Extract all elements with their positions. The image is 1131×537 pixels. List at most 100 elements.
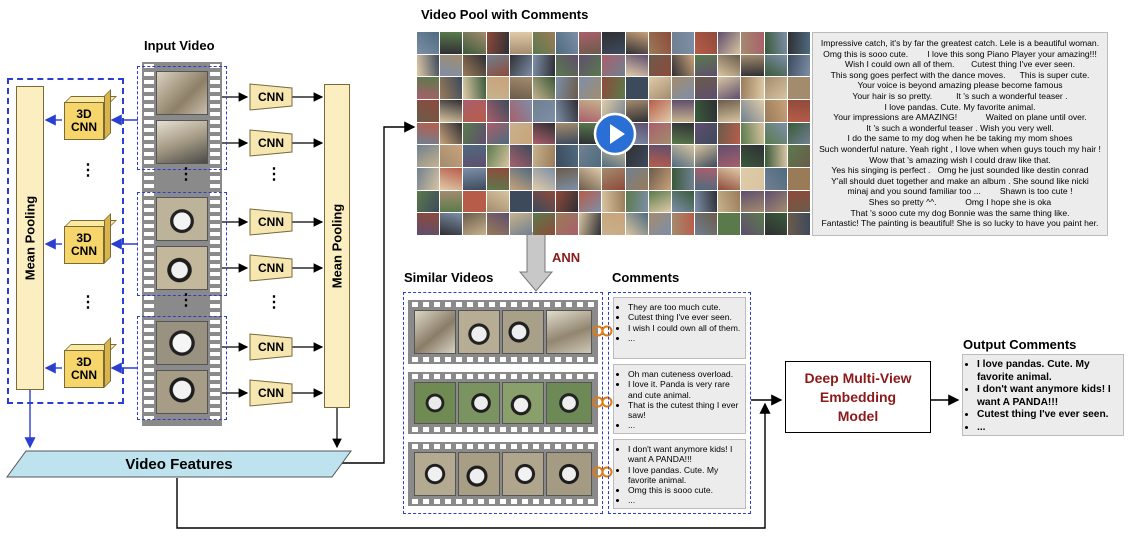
pool-thumbnail bbox=[718, 190, 741, 213]
pool-comment-line: Your hair is so pretty. It 's such a won… bbox=[852, 91, 1068, 101]
comment-item: Omg this is sooo cute. bbox=[628, 485, 744, 495]
pool-thumbnail bbox=[463, 190, 486, 213]
output-comments-box: I love pandas. Cute. My favorite animal.… bbox=[962, 354, 1124, 436]
pool-thumbnail bbox=[671, 100, 695, 122]
pool-thumbnail bbox=[741, 32, 764, 54]
pool-thumbnail bbox=[764, 32, 787, 54]
pool-thumbnail bbox=[417, 32, 440, 54]
pool-thumbnail bbox=[648, 168, 671, 190]
comment-item: ... bbox=[628, 420, 744, 430]
pool-thumbnail bbox=[648, 145, 671, 167]
input-video-filmstrip bbox=[142, 62, 222, 426]
comment-item: ... bbox=[628, 333, 744, 343]
video-frame bbox=[502, 310, 544, 354]
pool-thumbnail bbox=[417, 100, 440, 122]
pool-thumbnail bbox=[741, 77, 764, 99]
comment-item: I love pandas. Cute. My favorite animal. bbox=[628, 465, 744, 486]
pool-thumbnail bbox=[787, 77, 810, 99]
pool-comment-line: minaj and you sound familiar too ... Sha… bbox=[847, 186, 1073, 197]
pool-thumbnail bbox=[718, 168, 741, 190]
pool-thumbnail bbox=[741, 100, 764, 122]
comment-item: Cutest thing I've ever seen. bbox=[628, 312, 744, 322]
pool-thumbnail bbox=[764, 213, 787, 235]
pool-thumbnail bbox=[486, 32, 509, 54]
pool-thumbnail bbox=[440, 32, 463, 54]
pool-thumbnail bbox=[579, 100, 602, 122]
pool-thumbnail bbox=[671, 32, 695, 54]
pool-thumbnail bbox=[671, 145, 695, 167]
video-frame bbox=[502, 452, 544, 496]
video-frame bbox=[156, 370, 208, 414]
pool-thumbnail bbox=[602, 190, 625, 213]
output-comment-item: I love pandas. Cute. My favorite animal. bbox=[977, 359, 1123, 384]
pool-thumbnail bbox=[417, 77, 440, 99]
pool-comment-line: It 's such a wonderful teaser . Wish you… bbox=[866, 122, 1054, 133]
pool-thumbnail bbox=[509, 190, 532, 213]
pool-thumbnail bbox=[787, 122, 810, 145]
pool-comment-line: That 's sooo cute my dog Bonnie was the … bbox=[850, 207, 1070, 218]
pool-thumbnail bbox=[741, 122, 764, 145]
comment-group: They are too much cute. Cutest thing I'v… bbox=[613, 297, 746, 359]
pool-thumbnail bbox=[764, 190, 787, 213]
pool-thumbnail bbox=[764, 100, 787, 122]
pool-thumbnail bbox=[695, 122, 718, 145]
pool-thumbnail bbox=[556, 213, 579, 235]
comment-item: That is the cutest thing I ever saw! bbox=[628, 400, 744, 421]
pool-thumbnail bbox=[532, 145, 556, 167]
pool-thumbnail bbox=[579, 190, 602, 213]
pool-thumbnail bbox=[532, 168, 556, 190]
pool-thumbnail bbox=[671, 77, 695, 99]
pool-thumbnail bbox=[602, 54, 625, 77]
pool-thumbnail bbox=[579, 54, 602, 77]
pool-thumbnail bbox=[695, 100, 718, 122]
pool-thumbnail bbox=[417, 122, 440, 145]
play-icon bbox=[593, 112, 637, 156]
pool-thumbnail bbox=[625, 168, 648, 190]
pool-thumbnail bbox=[671, 54, 695, 77]
pool-thumbnail bbox=[671, 122, 695, 145]
pool-thumbnail bbox=[556, 122, 579, 145]
pool-thumbnail bbox=[463, 122, 486, 145]
pool-thumbnail bbox=[764, 77, 787, 99]
ellipsis-dots: ⋮ bbox=[80, 294, 96, 311]
pool-thumbnail bbox=[463, 32, 486, 54]
pool-thumbnail bbox=[764, 122, 787, 145]
cnn-block: CNN bbox=[249, 129, 293, 157]
pool-thumbnail bbox=[741, 54, 764, 77]
pool-thumbnail bbox=[625, 32, 648, 54]
comment-item: I love it. Panda is very rare and cute a… bbox=[628, 379, 744, 400]
pool-thumbnail bbox=[440, 122, 463, 145]
pool-thumbnail bbox=[417, 145, 440, 167]
ann-label: ANN bbox=[552, 250, 581, 265]
pool-thumbnail bbox=[463, 145, 486, 167]
comment-item: Oh man cuteness overload. bbox=[628, 369, 744, 379]
pool-comment-line: Yes his singing is perfect . Omg he just… bbox=[831, 165, 1089, 176]
pool-thumbnail bbox=[787, 190, 810, 213]
pool-thumbnail bbox=[695, 145, 718, 167]
link-icon bbox=[592, 396, 613, 408]
pool-thumbnail bbox=[787, 54, 810, 77]
pool-thumbnail bbox=[486, 213, 509, 235]
pool-thumbnail bbox=[486, 54, 509, 77]
output-comment-item: Cutest thing I've ever seen. bbox=[977, 409, 1123, 422]
pool-comment-line: Wow that 's amazing wish I could draw li… bbox=[869, 154, 1051, 165]
pool-comment-line: I do the same to my dog when he be takin… bbox=[847, 133, 1073, 144]
pool-thumbnail bbox=[625, 77, 648, 99]
pool-comment-line: Impressive catch, it's by far the greate… bbox=[820, 38, 1100, 48]
pool-thumbnail bbox=[671, 168, 695, 190]
pool-thumbnail bbox=[695, 213, 718, 235]
pool-thumbnail bbox=[741, 190, 764, 213]
pool-thumbnail bbox=[625, 213, 648, 235]
clip-group-2 bbox=[137, 192, 227, 296]
pool-thumbnail bbox=[787, 32, 810, 54]
pool-thumbnail bbox=[532, 100, 556, 122]
pool-thumbnail bbox=[741, 145, 764, 167]
pool-thumbnail bbox=[741, 168, 764, 190]
pool-thumbnail bbox=[509, 168, 532, 190]
pool-thumbnail bbox=[440, 213, 463, 235]
pool-thumbnail bbox=[509, 54, 532, 77]
video-frame bbox=[414, 382, 456, 424]
video-pool-title: Video Pool with Comments bbox=[421, 7, 589, 22]
